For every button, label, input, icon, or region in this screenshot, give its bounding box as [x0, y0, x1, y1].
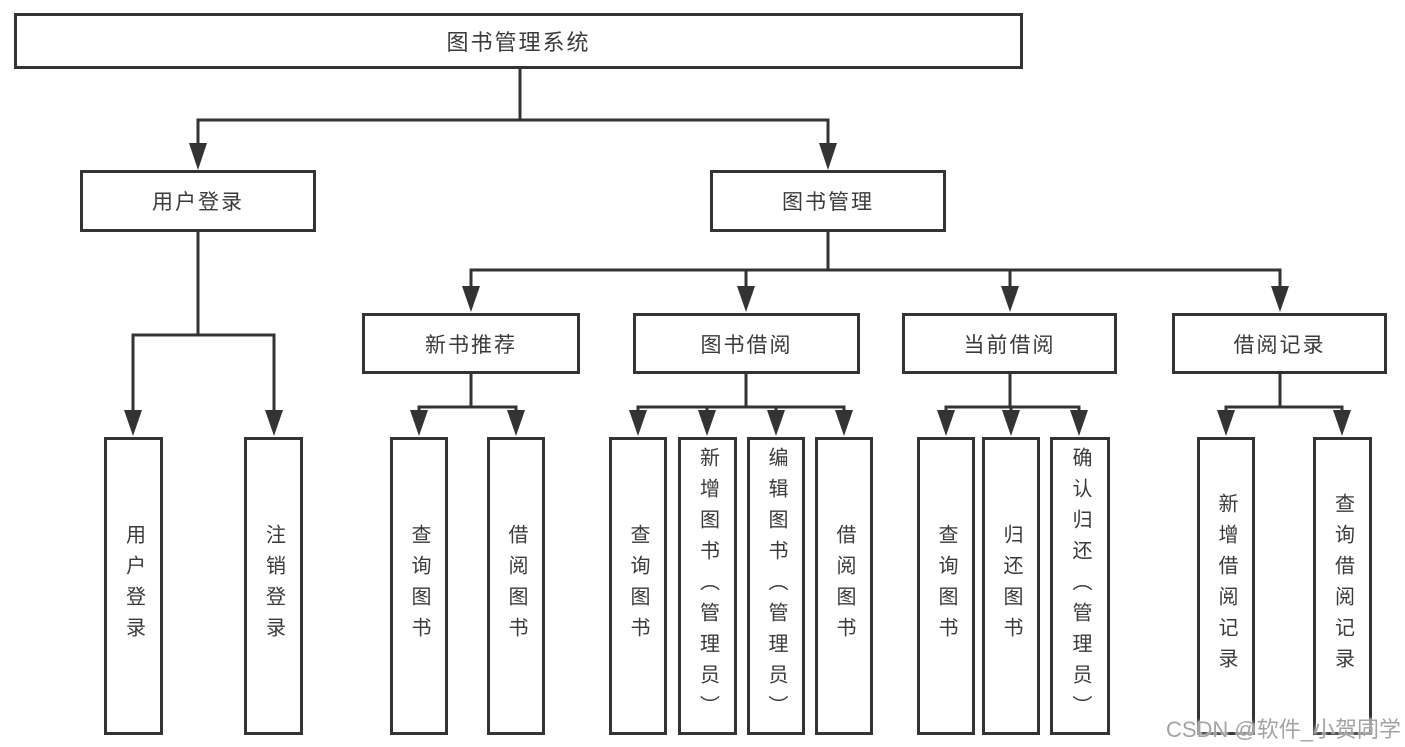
node-label: 当前借阅: [963, 333, 1056, 357]
node-leaf-borrow-add-admin: 新增图书（管理员）: [678, 437, 737, 735]
node-label: 查询图书: [935, 524, 957, 648]
arrow-down-icon: [189, 143, 207, 170]
csdn-watermark: CSDN @软件_小贺同学: [1165, 717, 1401, 742]
node-label: 确认归还（管理员）: [1069, 446, 1091, 726]
node-leaf-current-return: 归还图书: [982, 437, 1040, 735]
arrow-down-icon: [462, 286, 480, 312]
node-label: 借阅图书: [505, 524, 527, 648]
node-leaf-newbook-query: 查询图书: [390, 437, 448, 735]
connector-bookmgmt-to-level3: [469, 232, 1282, 288]
arrow-down-icon: [410, 410, 428, 436]
node-label: 查询图书: [627, 524, 649, 648]
node-leaf-borrow-edit-admin: 编辑图书（管理员）: [747, 437, 805, 735]
connector-newbook-to-leaves: [417, 374, 518, 414]
node-label: 新书推荐: [425, 333, 517, 357]
node-new-book-recommend: 新书推荐: [362, 313, 580, 374]
arrow-down-icon: [1002, 410, 1020, 436]
node-label: 图书管理: [782, 191, 874, 214]
arrow-down-icon: [265, 410, 283, 436]
node-label: 查询借阅记录: [1331, 493, 1354, 679]
arrow-down-icon: [507, 410, 525, 436]
arrow-down-icon: [835, 410, 853, 436]
arrow-down-icon: [767, 410, 785, 436]
arrow-down-icon: [937, 410, 955, 436]
arrow-down-icon: [1001, 286, 1019, 312]
node-leaf-borrow-query: 查询图书: [609, 437, 667, 735]
arrow-down-icon: [819, 143, 837, 170]
node-leaf-newbook-borrow: 借阅图书: [487, 437, 545, 735]
node-label: 借阅记录: [1233, 333, 1326, 357]
node-label: 编辑图书（管理员）: [765, 446, 787, 726]
node-leaf-borrow-borrow: 借阅图书: [815, 437, 873, 735]
node-label: 图书借阅: [700, 333, 793, 357]
node-label: 图书管理系统: [446, 30, 591, 55]
node-label: 注销登录: [262, 524, 285, 648]
arrow-down-icon: [1217, 410, 1235, 436]
node-root-system: 图书管理系统: [14, 13, 1023, 69]
arrow-down-icon: [698, 410, 716, 436]
arrow-down-icon: [1333, 410, 1351, 436]
node-leaf-current-query: 查询图书: [917, 437, 975, 735]
arrow-down-icon: [629, 410, 647, 436]
node-label: 查询图书: [408, 524, 430, 648]
arrow-down-icon: [124, 410, 142, 436]
node-leaf-records-add: 新增借阅记录: [1197, 437, 1255, 735]
node-label: 新增图书（管理员）: [696, 446, 719, 726]
node-borrow-records: 借阅记录: [1172, 313, 1387, 374]
node-leaf-logout: 注销登录: [244, 437, 303, 735]
connector-userlogin-to-leaves: [131, 232, 276, 412]
node-book-management: 图书管理: [710, 170, 946, 232]
arrow-down-icon: [1271, 286, 1289, 312]
node-label: 归还图书: [1000, 524, 1022, 648]
connector-borrow-to-leaves: [636, 374, 846, 414]
node-book-borrow: 图书借阅: [633, 313, 860, 374]
node-leaf-current-confirm-admin: 确认归还（管理员）: [1050, 437, 1110, 735]
node-label: 用户登录: [122, 524, 145, 648]
node-leaf-user-login: 用户登录: [104, 437, 163, 735]
connector-lines: [131, 69, 1344, 414]
node-label: 借阅图书: [833, 524, 855, 648]
node-label: 新增借阅记录: [1215, 493, 1237, 679]
node-current-borrow: 当前借阅: [902, 313, 1117, 374]
connector-root-to-level2: [196, 69, 830, 146]
connector-records-to-leaves: [1224, 374, 1344, 414]
connector-current-to-leaves: [944, 374, 1081, 414]
node-user-login: 用户登录: [80, 170, 316, 232]
connector-arrowheads: [124, 143, 1351, 436]
arrow-down-icon: [737, 286, 755, 312]
node-label: 用户登录: [152, 191, 244, 214]
arrow-down-icon: [1070, 410, 1088, 436]
node-leaf-records-query: 查询借阅记录: [1313, 437, 1372, 735]
